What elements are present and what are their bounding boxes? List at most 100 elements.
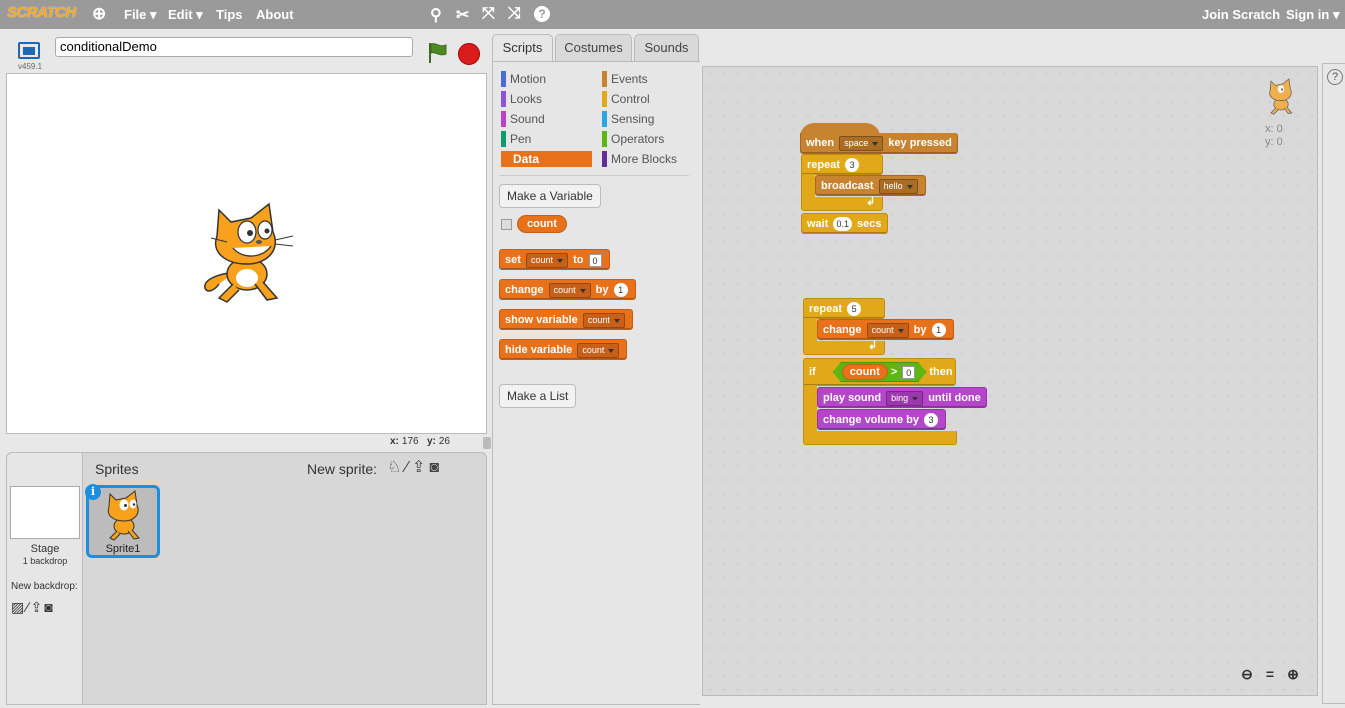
menu-about[interactable]: About bbox=[256, 7, 294, 22]
category-pen[interactable]: Pen bbox=[501, 131, 531, 147]
compare-value-input[interactable]: 0 bbox=[902, 366, 915, 379]
category-operators[interactable]: Operators bbox=[602, 131, 664, 147]
repeat-label: repeat bbox=[807, 159, 841, 171]
fullscreen-icon[interactable] bbox=[16, 40, 42, 62]
shrink-icon[interactable]: ⤨ bbox=[508, 5, 521, 22]
category-control[interactable]: Control bbox=[602, 91, 650, 107]
top-menu-bar: SCRATCH ⊕ File ▾ Edit ▾ Tips About ⚲ ✂ ⤧… bbox=[0, 0, 1345, 29]
camera-backdrop-icon[interactable]: ◙ bbox=[44, 599, 55, 615]
category-data[interactable]: Data bbox=[501, 151, 592, 167]
block-change-count[interactable]: change count by 1 bbox=[817, 319, 954, 340]
tab-sounds[interactable]: Sounds bbox=[634, 34, 699, 61]
sprite-library-icon[interactable]: ♘ bbox=[387, 459, 406, 476]
cat-sprite[interactable] bbox=[197, 202, 297, 306]
repeat-label: repeat bbox=[809, 303, 843, 315]
globe-icon[interactable]: ⊕ bbox=[92, 4, 107, 23]
block-change-volume[interactable]: change volume by 3 bbox=[817, 409, 947, 430]
change-value-input[interactable]: 1 bbox=[613, 283, 628, 298]
scratch-logo[interactable]: SCRATCH bbox=[7, 4, 76, 21]
category-events[interactable]: Events bbox=[602, 71, 648, 87]
menu-file[interactable]: File ▾ bbox=[124, 7, 157, 22]
block-if[interactable]: if count > 0 then bbox=[803, 358, 956, 386]
sprite-thumbnail bbox=[107, 490, 140, 541]
stage-label: Stage bbox=[30, 543, 60, 555]
volume-value-input[interactable]: 3 bbox=[924, 413, 939, 428]
stage-canvas[interactable] bbox=[6, 73, 487, 434]
block-show-variable[interactable]: show variable count bbox=[499, 309, 633, 330]
when-label: when bbox=[806, 137, 835, 149]
sign-in-menu[interactable]: Sign in ▾ bbox=[1286, 7, 1340, 22]
sprites-title: Sprites bbox=[95, 461, 139, 477]
variable-label: variable bbox=[530, 344, 573, 356]
tab-scripts[interactable]: Scripts bbox=[492, 34, 553, 62]
mouse-coords: x:176 y:26 bbox=[390, 436, 450, 447]
key-dropdown[interactable]: space bbox=[839, 135, 884, 151]
set-var-dropdown[interactable]: count bbox=[525, 252, 568, 268]
repeat-count-input[interactable]: 5 bbox=[847, 302, 862, 317]
upload-sprite-icon[interactable]: ⇪ bbox=[412, 459, 430, 476]
if-label: if bbox=[809, 366, 816, 378]
change-var-dropdown[interactable]: count bbox=[866, 322, 909, 338]
info-icon[interactable]: i bbox=[85, 484, 101, 500]
help-panel: ? bbox=[1322, 63, 1345, 704]
block-play-sound-until-done[interactable]: play sound bing until done bbox=[817, 387, 987, 408]
menu-tips[interactable]: Tips bbox=[216, 7, 243, 22]
repeat-count-input[interactable]: 3 bbox=[845, 158, 860, 173]
category-control-label: Control bbox=[611, 92, 650, 106]
change-var-dropdown[interactable]: count bbox=[548, 282, 591, 298]
grow-icon[interactable]: ⤧ bbox=[482, 5, 495, 22]
make-variable-button[interactable]: Make a Variable bbox=[499, 184, 601, 208]
block-broadcast[interactable]: broadcast hello bbox=[815, 175, 926, 196]
stop-icon[interactable] bbox=[458, 43, 480, 65]
show-var-dropdown[interactable]: count bbox=[582, 312, 625, 328]
make-list-button[interactable]: Make a List bbox=[499, 384, 577, 408]
script-area[interactable]: x: 0 y: 0 when space key pressed repeat … bbox=[702, 66, 1318, 696]
help-icon[interactable]: ? bbox=[534, 6, 550, 22]
message-dropdown[interactable]: hello bbox=[878, 178, 918, 194]
block-palette: Motion Looks Sound Pen Data Events Contr… bbox=[492, 61, 700, 705]
category-sensing[interactable]: Sensing bbox=[602, 111, 654, 127]
tab-costumes[interactable]: Costumes bbox=[555, 34, 632, 61]
x-label: x: bbox=[390, 436, 399, 447]
category-motion[interactable]: Motion bbox=[501, 71, 546, 87]
set-value-input[interactable]: 0 bbox=[588, 253, 602, 267]
block-repeat-2[interactable]: repeat 5 bbox=[803, 298, 885, 319]
camera-sprite-icon[interactable]: ◙ bbox=[429, 459, 444, 476]
block-set-variable[interactable]: set count to 0 bbox=[499, 249, 610, 270]
project-title-input[interactable]: conditionalDemo bbox=[55, 37, 413, 57]
sprite-x-readout: x: 0 bbox=[1265, 123, 1283, 135]
green-flag-icon[interactable] bbox=[426, 41, 450, 65]
stage-thumbnail[interactable] bbox=[10, 486, 80, 539]
operator-greater-than[interactable]: count > 0 bbox=[833, 362, 927, 382]
category-looks[interactable]: Looks bbox=[501, 91, 542, 107]
duplicate-icon[interactable]: ⚲ bbox=[430, 7, 442, 24]
block-repeat-1[interactable]: repeat 3 bbox=[801, 154, 883, 175]
variable-checkbox[interactable] bbox=[501, 219, 512, 230]
menu-edit[interactable]: Edit ▾ bbox=[168, 7, 203, 22]
zoom-out-icon[interactable]: ⊖ bbox=[1241, 666, 1253, 682]
paint-sprite-icon[interactable]: ∕ bbox=[405, 459, 413, 476]
change-value-input[interactable]: 1 bbox=[931, 323, 946, 338]
until-done-label: until done bbox=[928, 392, 981, 404]
category-sound[interactable]: Sound bbox=[501, 111, 545, 127]
wait-secs-input[interactable]: 0.1 bbox=[833, 217, 852, 232]
zoom-in-icon[interactable]: ⊕ bbox=[1287, 666, 1299, 682]
block-hide-variable[interactable]: hide variable count bbox=[499, 339, 628, 360]
sprite-tile[interactable]: i Sprite1 bbox=[85, 484, 160, 558]
upload-backdrop-icon[interactable]: ⇪ bbox=[30, 599, 45, 615]
block-when-key-pressed[interactable]: when space key pressed bbox=[800, 133, 958, 154]
block-wait[interactable]: wait 0.1 secs bbox=[801, 213, 888, 234]
variable-reporter-count[interactable]: count bbox=[517, 215, 567, 233]
question-icon[interactable]: ? bbox=[1327, 69, 1343, 85]
stage-collapse-handle[interactable] bbox=[483, 437, 491, 449]
category-more-blocks[interactable]: More Blocks bbox=[602, 151, 677, 167]
delete-icon[interactable]: ✂ bbox=[456, 7, 470, 24]
paint-backdrop-icon[interactable]: ∕ bbox=[26, 599, 31, 615]
backdrop-library-icon[interactable]: ▨ bbox=[11, 599, 27, 615]
block-change-variable[interactable]: change count by 1 bbox=[499, 279, 636, 300]
hide-var-dropdown[interactable]: count bbox=[577, 342, 620, 358]
count-reporter[interactable]: count bbox=[842, 364, 888, 380]
join-scratch-link[interactable]: Join Scratch bbox=[1202, 7, 1281, 22]
sound-dropdown[interactable]: bing bbox=[886, 390, 924, 406]
zoom-reset-icon[interactable]: = bbox=[1265, 666, 1275, 682]
